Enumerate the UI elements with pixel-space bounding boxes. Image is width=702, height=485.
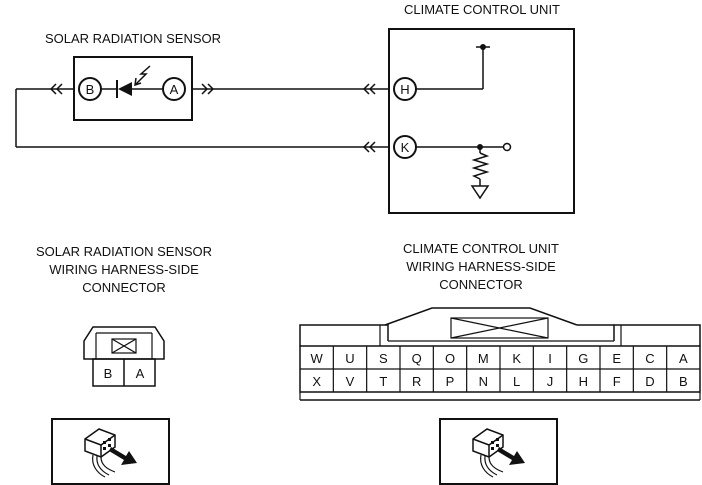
connector-pin-cell: C xyxy=(645,351,654,366)
wiring xyxy=(15,83,389,153)
svg-text:SOLAR RADIATION SENSOR: SOLAR RADIATION SENSOR xyxy=(36,244,212,259)
connector-pin-cell: O xyxy=(445,351,455,366)
ground-icon xyxy=(470,185,490,200)
resistor-icon xyxy=(471,147,490,186)
connector-pin-cell: Q xyxy=(412,351,422,366)
connector-view-icon xyxy=(439,418,558,485)
harness-connector-mark xyxy=(201,83,215,95)
svg-text:H: H xyxy=(400,82,409,97)
connector-pin-cell: J xyxy=(547,374,554,389)
svg-text:CONNECTOR: CONNECTOR xyxy=(439,277,523,292)
harness-connector-mark xyxy=(362,83,376,95)
connector-pin-cell: F xyxy=(613,374,621,389)
unit-pin-h: H xyxy=(393,77,417,101)
sensor-connector-title: SOLAR RADIATION SENSOR WIRING HARNESS-SI… xyxy=(36,244,212,295)
connector-pin-cell: D xyxy=(645,374,654,389)
connector-view-icon xyxy=(51,418,170,485)
lock-tab-icon xyxy=(450,317,549,339)
harness-connector-mark xyxy=(49,83,63,95)
connector-pin-cell: K xyxy=(512,351,521,366)
connector-pin-cell: M xyxy=(478,351,489,366)
svg-text:WIRING HARNESS-SIDE: WIRING HARNESS-SIDE xyxy=(406,259,556,274)
sensor-cell-b: B xyxy=(104,366,113,381)
connector-pin-cell: W xyxy=(311,351,324,366)
connector-pin-cell: H xyxy=(579,374,588,389)
unit-connector-face: W U S Q O M K I G E C A X V T R P N L J H F D B xyxy=(299,307,701,401)
connector-pin-cell: S xyxy=(379,351,388,366)
connector-pin-cell: L xyxy=(513,374,520,389)
sensor-pin-a: A xyxy=(162,77,186,101)
lock-tab-icon xyxy=(111,338,137,354)
solar-radiation-sensor: B A xyxy=(73,56,193,121)
connector-pin-cell: N xyxy=(479,374,488,389)
sensor-pin-b: B xyxy=(78,77,102,101)
svg-text:WIRING HARNESS-SIDE: WIRING HARNESS-SIDE xyxy=(49,262,199,277)
unit-pin-k: K xyxy=(393,135,417,159)
climate-control-unit: H K xyxy=(388,28,575,214)
svg-text:K: K xyxy=(401,140,410,155)
sensor-connector-face: B A xyxy=(83,326,165,387)
solar-radiation-sensor-title: SOLAR RADIATION SENSOR xyxy=(45,31,221,46)
connector-pin-cell: T xyxy=(379,374,387,389)
connector-pin-cell: A xyxy=(679,351,688,366)
connector-pin-cell: U xyxy=(345,351,354,366)
svg-text:CONNECTOR: CONNECTOR xyxy=(82,280,166,295)
harness-connector-mark xyxy=(362,141,376,153)
connector-pin-cell: I xyxy=(548,351,552,366)
connector-pin-cell: P xyxy=(446,374,455,389)
climate-control-unit-title: CLIMATE CONTROL UNIT xyxy=(404,2,560,17)
sensor-cell-a: A xyxy=(136,366,145,381)
svg-text:CLIMATE CONTROL UNIT: CLIMATE CONTROL UNIT xyxy=(403,241,559,256)
diode-icon xyxy=(116,80,132,98)
connector-pin-cell: B xyxy=(679,374,688,389)
connector-pin-cell: E xyxy=(612,351,621,366)
light-ray-icon xyxy=(134,65,151,87)
svg-text:A: A xyxy=(170,82,179,97)
unit-connector-title: CLIMATE CONTROL UNIT WIRING HARNESS-SIDE… xyxy=(403,241,559,292)
connector-pin-cell: V xyxy=(346,374,355,389)
connector-pin-cell: R xyxy=(412,374,421,389)
connector-pin-cell: X xyxy=(312,374,321,389)
connector-pin-cell: G xyxy=(578,351,588,366)
svg-text:B: B xyxy=(86,82,95,97)
